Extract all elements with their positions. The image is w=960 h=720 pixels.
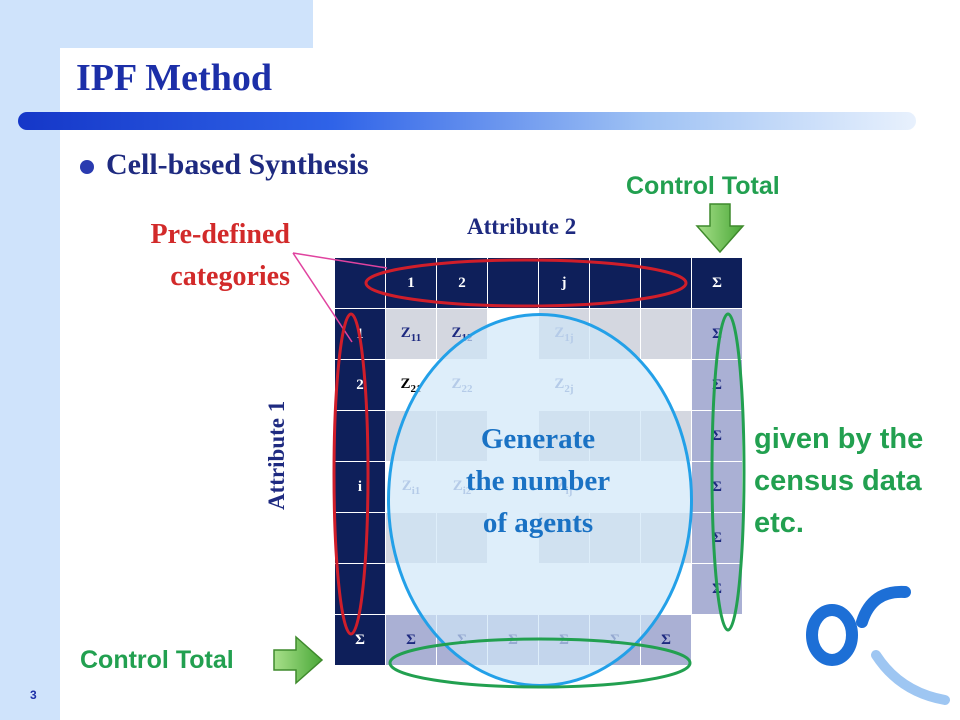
census-line3: etc. <box>754 507 804 539</box>
row-header-cell <box>334 512 386 564</box>
table-header-row: 1 2 j Σ <box>334 257 743 309</box>
control-total-top-label: Control Total <box>626 172 780 200</box>
sum-cell: Σ <box>691 410 743 462</box>
corner-cell <box>691 614 743 666</box>
row-header-cell: 2 <box>334 359 386 411</box>
control-col-oval <box>710 312 746 632</box>
down-arrow-icon <box>695 203 745 254</box>
header-cell <box>640 257 692 309</box>
sum-cell: Σ <box>691 461 743 513</box>
category-col-oval <box>332 312 370 636</box>
sum-cell: Σ <box>691 308 743 360</box>
table-cell: Z11 <box>385 308 437 360</box>
logo-icon <box>806 585 950 705</box>
generate-line2: the number <box>465 465 611 497</box>
census-note: given by the census data etc. <box>754 418 923 544</box>
predefined-line1: Pre-defined <box>150 219 290 250</box>
pointer-line-bottom <box>292 252 353 343</box>
footer-cell: Σ <box>334 614 386 666</box>
census-line2: census data <box>754 465 922 497</box>
bullet-text: Cell-based Synthesis <box>106 148 369 181</box>
census-line1: given by the <box>754 423 924 455</box>
generate-line1: Generate <box>480 423 596 455</box>
header-cell: 2 <box>436 257 488 309</box>
predefined-categories-label: Pre-defined categories <box>96 214 290 298</box>
generate-line3: of agents <box>482 507 594 539</box>
right-arrow-icon <box>273 635 324 685</box>
header-cell: j <box>538 257 590 309</box>
page-number: 3 <box>30 688 37 702</box>
header-cell <box>334 257 386 309</box>
category-row-oval <box>364 258 688 308</box>
slide-title: IPF Method <box>76 57 272 99</box>
attribute2-label: Attribute 2 <box>467 214 577 239</box>
title-rule <box>18 112 916 130</box>
row-header-cell: i <box>334 461 386 513</box>
bullet-dot <box>80 160 94 174</box>
generate-circle <box>387 313 693 687</box>
header-cell: Σ <box>691 257 743 309</box>
top-accent-bar <box>60 0 313 48</box>
control-row-oval <box>388 637 692 689</box>
row-header-cell <box>334 563 386 615</box>
generate-text: Generate the number of agents <box>440 418 636 544</box>
control-total-bottom-label: Control Total <box>80 646 234 674</box>
pointer-line-top <box>292 252 388 269</box>
predefined-line2: categories <box>170 261 290 292</box>
